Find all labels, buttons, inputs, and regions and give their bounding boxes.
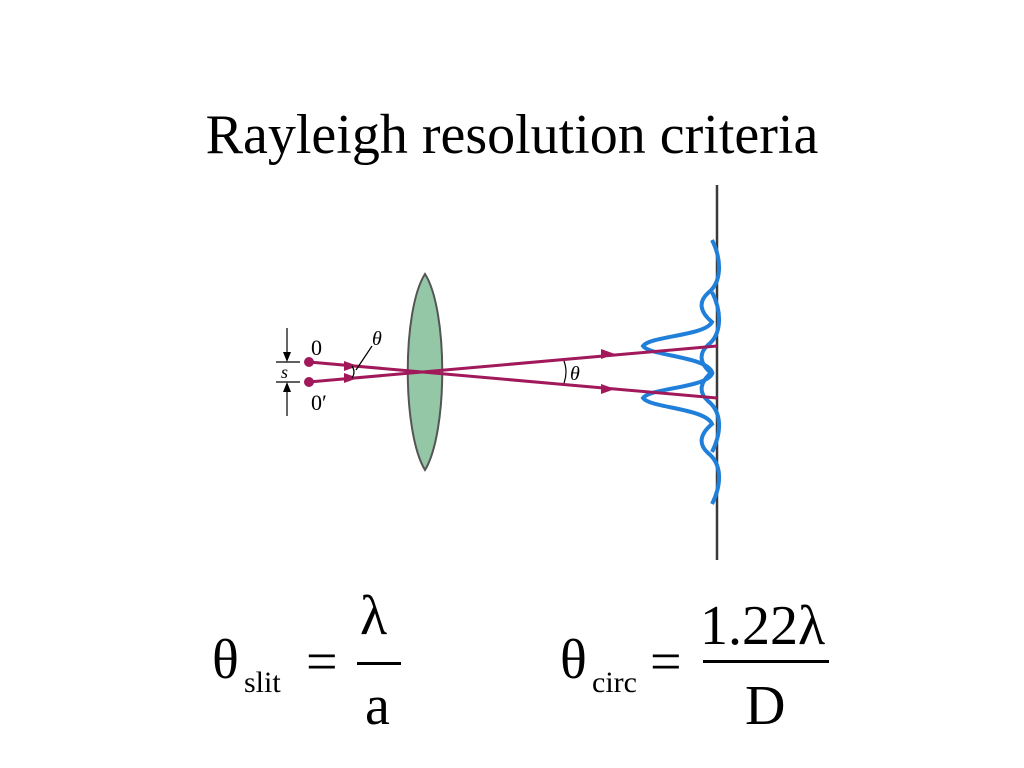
angle-arc-right — [563, 360, 567, 384]
formula-circ-fraction-bar — [703, 660, 829, 663]
ray-arrow-1 — [344, 361, 358, 371]
separation-arrowhead-bottom — [283, 382, 291, 392]
formula-slit-fraction-bar — [357, 662, 401, 665]
formula-slit-subscript: slit — [244, 666, 281, 699]
angle-label-right: θ — [570, 363, 580, 385]
formula-circ-numerator: 1.22λ — [700, 595, 826, 657]
ray-arrow-2 — [344, 373, 358, 383]
ray-from-bottom-source — [308, 344, 718, 384]
ray-from-top-source — [308, 360, 718, 400]
formula-circ-theta: θ — [560, 629, 587, 691]
source-point-top — [304, 357, 314, 367]
formula-slit-numerator: λ — [360, 585, 388, 647]
ray-arrow-3 — [601, 349, 615, 359]
formula-slit-equals: = — [306, 631, 338, 693]
source-label-top: 0 — [311, 335, 322, 360]
source-point-bottom — [304, 377, 314, 387]
separation-arrowhead-top — [283, 352, 291, 362]
source-label-bottom: 0′ — [311, 390, 327, 415]
intensity-curve-bottom — [640, 291, 721, 505]
ray-arrow-4 — [601, 384, 615, 394]
formula-circ-equals: = — [650, 631, 682, 693]
formula-slit-theta: θ — [212, 629, 239, 691]
angle-arc-left — [351, 365, 355, 379]
formula-slit-denominator: a — [365, 675, 390, 737]
intensity-curve-top — [640, 239, 721, 453]
formula-circ-subscript: circ — [592, 666, 637, 699]
slide-title: Rayleigh resolution criteria — [205, 104, 819, 166]
separation-label: s — [281, 362, 288, 382]
angle-leader-left — [355, 345, 373, 371]
formula-circ-denominator: D — [745, 675, 786, 737]
angle-label-left: θ — [372, 328, 382, 350]
